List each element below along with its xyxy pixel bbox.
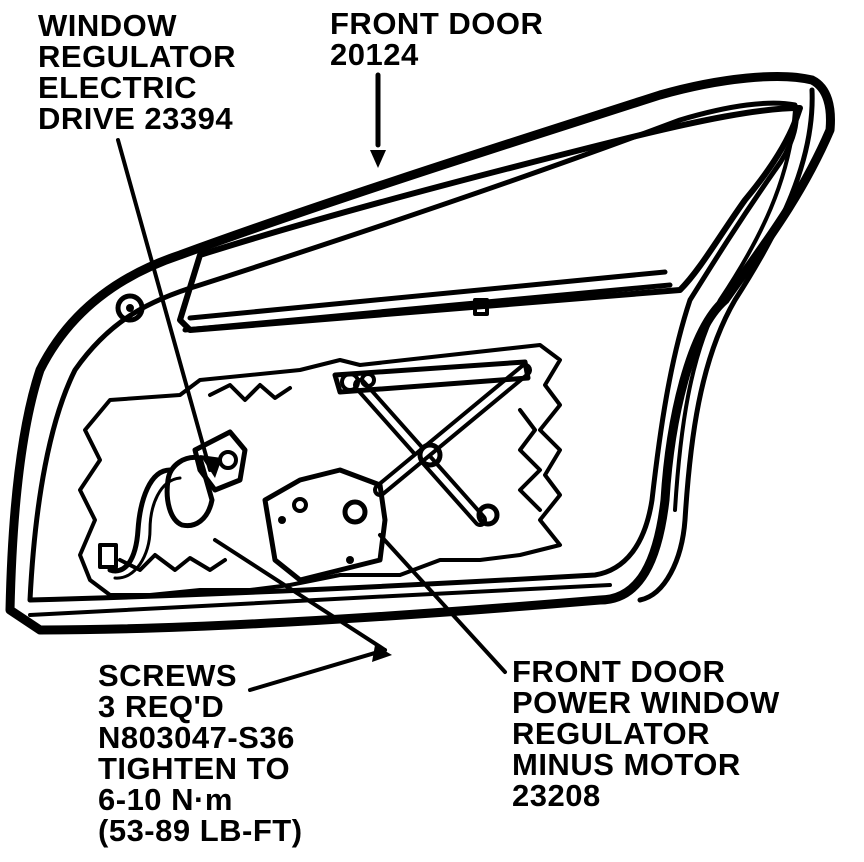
drive-motor-gearbox bbox=[192, 429, 248, 493]
label-line: REGULATOR bbox=[38, 39, 236, 74]
leader-screws bbox=[248, 648, 387, 692]
label-line: REGULATOR bbox=[512, 716, 710, 751]
label-line: FRONT DOOR bbox=[330, 6, 544, 41]
leader-screws-tail bbox=[213, 538, 387, 652]
label-line: DRIVE 23394 bbox=[38, 101, 234, 136]
arrow-screws bbox=[372, 645, 392, 662]
harness-connector bbox=[98, 543, 118, 569]
window-frame bbox=[177, 105, 803, 333]
label-window-regulator-electric-drive: WINDOW REGULATOR ELECTRIC DRIVE 23394 bbox=[38, 10, 236, 134]
leader-regulator bbox=[378, 533, 507, 674]
drive-motor-body bbox=[164, 454, 215, 529]
label-line: MINUS MOTOR bbox=[512, 747, 741, 782]
label-front-door: FRONT DOOR 20124 bbox=[330, 8, 543, 70]
belt-line bbox=[182, 269, 673, 333]
label-line: N803047-S36 bbox=[98, 720, 295, 755]
door-edge-strip-inner bbox=[673, 108, 797, 512]
arm-pivot bbox=[417, 442, 443, 468]
label-line: 23208 bbox=[512, 778, 601, 813]
label-line: 3 REQ'D bbox=[98, 689, 225, 724]
mirror-mount-hole bbox=[115, 293, 145, 323]
door-outer-shell bbox=[5, 72, 835, 635]
glass-lift-channel bbox=[332, 359, 531, 395]
label-line: 20124 bbox=[330, 37, 419, 72]
panel-zigzag-right bbox=[518, 408, 542, 512]
label-line: TIGHTEN TO bbox=[98, 751, 291, 786]
leader-drive bbox=[116, 138, 212, 472]
label-line: (53-89 LB-FT) bbox=[98, 813, 303, 848]
label-line: FRONT DOOR bbox=[512, 654, 726, 689]
label-front-door-power-window-regulator: FRONT DOOR POWER WINDOW REGULATOR MINUS … bbox=[512, 656, 780, 811]
door-edge-strip bbox=[637, 87, 815, 603]
label-line: ELECTRIC bbox=[38, 70, 197, 105]
regulator-arm-cross-inner bbox=[377, 367, 528, 493]
lower-panel-trim bbox=[28, 583, 612, 617]
arm-end-roller bbox=[476, 503, 500, 527]
access-panel-outline bbox=[78, 343, 562, 597]
label-line: WINDOW bbox=[38, 8, 178, 43]
regulator-base-plate bbox=[262, 467, 388, 583]
arrow-drive bbox=[200, 455, 222, 478]
label-line: 6-10 N·m bbox=[98, 782, 233, 817]
wire-harness bbox=[107, 467, 173, 574]
label-screws: SCREWS 3 REQ'D N803047-S36 TIGHTEN TO 6-… bbox=[98, 660, 303, 846]
panel-zigzag-top bbox=[208, 383, 292, 402]
panel-zigzag-bottom bbox=[118, 553, 227, 572]
arrow-door bbox=[370, 150, 386, 168]
plate-bolt bbox=[342, 499, 368, 525]
label-line: SCREWS bbox=[98, 658, 238, 693]
label-line: POWER WINDOW bbox=[512, 685, 780, 720]
